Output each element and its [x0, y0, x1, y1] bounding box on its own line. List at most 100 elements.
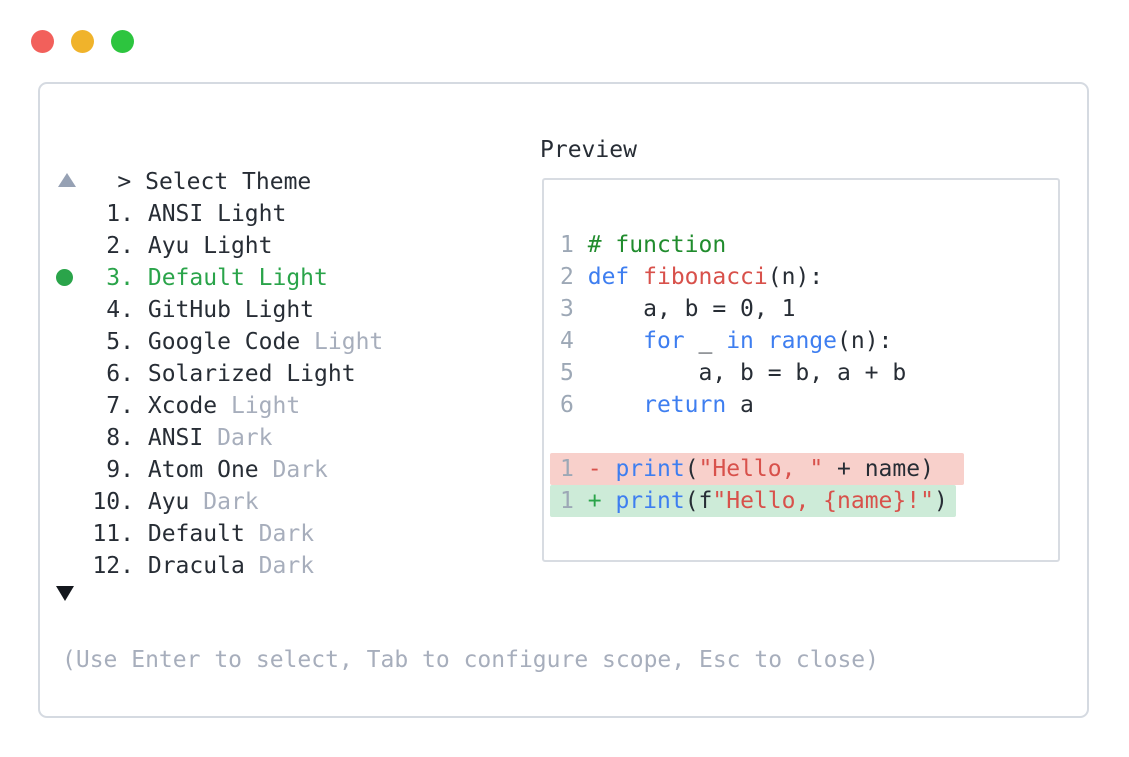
item-name: Google Code — [147, 329, 301, 355]
item-number: 5. — [106, 329, 134, 355]
code-line: 4 for _ in range(n): — [560, 325, 1048, 357]
code-line: 1 + print(f"Hello, {name}!") — [550, 485, 1048, 517]
theme-list-item[interactable]: 3. Default Light — [56, 262, 383, 294]
item-name: Dracula — [147, 553, 245, 579]
keyboard-hint: (Use Enter to select, Tab to configure s… — [62, 647, 879, 673]
code-token: "Hello, {name}!" — [712, 488, 934, 514]
prompt-caret: > — [117, 169, 132, 195]
theme-list-item[interactable]: 9. Atom One Dark — [62, 454, 383, 486]
line-number: 6 — [560, 392, 574, 418]
item-variant: Dark — [258, 553, 315, 579]
item-variant: Dark — [272, 457, 328, 483]
item-name: Atom One — [147, 457, 259, 483]
code-token: return — [643, 392, 727, 418]
code-token: ) — [933, 488, 948, 514]
window-controls — [31, 30, 134, 53]
theme-list-item[interactable]: 4. GitHub Light — [62, 294, 383, 326]
item-name: Default — [147, 521, 245, 547]
line-number: 4 — [560, 328, 574, 354]
code-token: + — [587, 488, 602, 514]
code-token: print — [615, 488, 685, 514]
theme-list-item[interactable]: 11. Default Dark — [62, 518, 383, 550]
theme-list-item[interactable]: 1. ANSI Light — [62, 198, 383, 230]
code-line: 1 - print("Hello, " + name) — [550, 453, 1048, 485]
code-token: for — [643, 328, 685, 354]
picker-title: Select Theme — [145, 169, 312, 195]
item-name: Ayu — [147, 489, 190, 515]
selected-bullet-icon — [56, 269, 73, 286]
code-line: 5 a, b = b, a + b — [560, 357, 1048, 389]
theme-list-item[interactable]: 5. Google Code Light — [62, 326, 383, 358]
item-number: 12. — [92, 553, 134, 579]
diff-added-line: 1 + print(f"Hello, {name}!") — [550, 485, 956, 517]
item-variant: Dark — [203, 489, 259, 515]
code-line: 3 a, b = 0, 1 — [560, 293, 1048, 325]
code-token: a, b = b, a + b — [587, 360, 907, 386]
item-name: Solarized Light — [147, 361, 356, 387]
item-name: ANSI — [147, 425, 204, 451]
item-name: Xcode — [147, 393, 218, 419]
code-token: + name) — [823, 456, 934, 482]
diff-removed-line: 1 - print("Hello, " + name) — [550, 453, 964, 485]
code-token: (f — [684, 488, 713, 514]
theme-list-item[interactable]: 7. Xcode Light — [62, 390, 383, 422]
item-number: 2. — [106, 233, 134, 259]
code-token: "Hello, " — [698, 456, 824, 482]
code-token: a, b = 0, 1 — [587, 296, 796, 322]
code-token: _ — [684, 328, 727, 354]
theme-list-item[interactable]: 10. Ayu Dark — [62, 486, 383, 518]
item-variant: Light — [314, 329, 384, 355]
line-number: 3 — [560, 296, 574, 322]
code-token — [588, 328, 643, 354]
code-token: a — [726, 392, 754, 418]
theme-list-item[interactable]: 8. ANSI Dark — [62, 422, 383, 454]
item-variant: Dark — [258, 521, 315, 547]
item-number: 8. — [106, 425, 134, 451]
code-token — [629, 264, 643, 290]
item-number: 10. — [92, 489, 134, 515]
item-number: 1. — [106, 201, 134, 227]
item-number: 11. — [92, 521, 134, 547]
code-token — [588, 392, 643, 418]
close-button-icon[interactable] — [31, 30, 54, 53]
item-number: 6. — [106, 361, 134, 387]
code-token: print — [615, 456, 685, 482]
item-variant: Dark — [217, 425, 273, 451]
line-number: 1 — [560, 456, 574, 482]
code-token: # function — [587, 232, 727, 258]
item-number: 9. — [106, 457, 134, 483]
scroll-down-icon[interactable] — [56, 586, 74, 601]
item-number: 3. — [106, 265, 134, 291]
code-token — [602, 488, 616, 514]
picker-prompt-line: > Select Theme — [62, 134, 311, 195]
line-number: 1 — [560, 488, 574, 514]
item-name: GitHub Light — [147, 297, 315, 323]
theme-list-item[interactable]: 6. Solarized Light — [62, 358, 383, 390]
item-name: Default Light — [147, 265, 328, 291]
theme-list-item[interactable]: 12. Dracula Dark — [62, 550, 383, 582]
line-number: 1 — [560, 232, 574, 258]
code-line — [560, 421, 1048, 453]
theme-list-item[interactable]: 2. Ayu Light — [62, 230, 383, 262]
code-line: 2 def fibonacci(n): — [560, 261, 1048, 293]
code-token — [602, 456, 616, 482]
code-token: fibonacci — [643, 264, 768, 290]
zoom-button-icon[interactable] — [111, 30, 134, 53]
code-token: def — [587, 264, 630, 290]
code-token: (n): — [837, 328, 893, 354]
item-variant: Light — [230, 393, 301, 419]
code-token: in — [726, 328, 754, 354]
minimize-button-icon[interactable] — [71, 30, 94, 53]
line-number: 2 — [560, 264, 574, 290]
code-token — [754, 328, 768, 354]
scroll-up-icon[interactable] — [58, 173, 76, 187]
line-number: 5 — [560, 360, 574, 386]
code-token: ( — [684, 456, 699, 482]
code-token: range — [767, 328, 838, 354]
code-line: 1 # function — [560, 229, 1048, 261]
item-name: Ayu Light — [147, 233, 273, 259]
